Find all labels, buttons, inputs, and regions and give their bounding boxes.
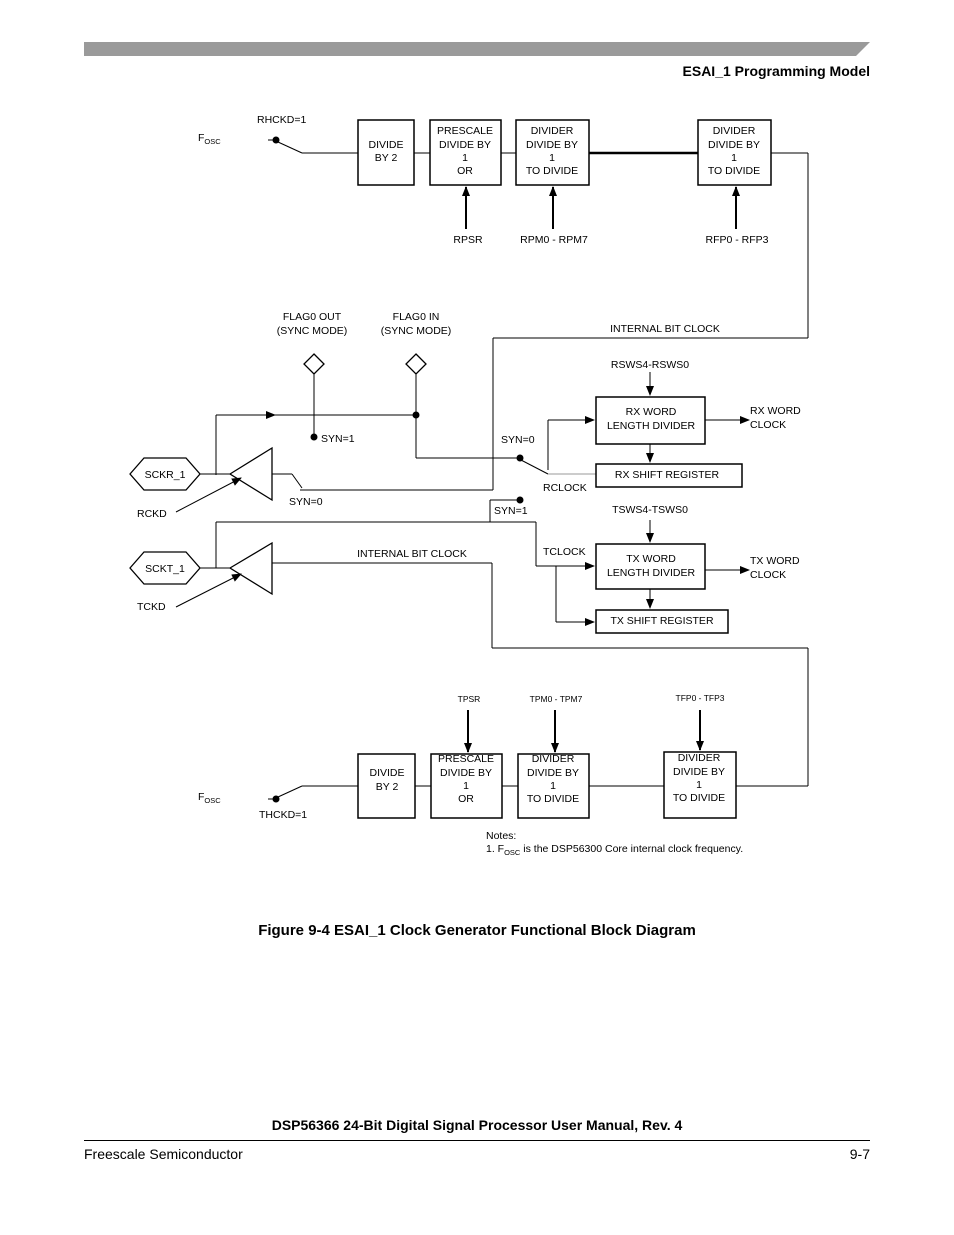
syn1-tx-label: SYN=1 xyxy=(494,505,528,517)
fosc-bottom-label: FOSC xyxy=(198,791,221,805)
internal-bit-clock-top-label: INTERNAL BIT CLOCK xyxy=(610,323,720,335)
tx-word-length-line1: TX WORD xyxy=(626,553,676,565)
syn0-rx-label: SYN=0 xyxy=(501,434,535,446)
tx-shift-register-label: TX SHIFT REGISTER xyxy=(610,615,713,627)
sckt-label: SCKT_1 xyxy=(145,563,185,575)
divider-fp-bottom-box xyxy=(663,751,737,819)
divider-pm-bottom-line2: DIVIDE BY xyxy=(527,767,579,779)
divider-fp-bottom-line4: TO DIVIDE xyxy=(673,792,725,804)
company-name: Freescale Semiconductor xyxy=(84,1146,243,1162)
rclock-label: RCLOCK xyxy=(543,482,587,494)
page-number: 9-7 xyxy=(849,1146,870,1162)
prescale-bottom-line2: DIVIDE BY xyxy=(440,767,492,779)
tpm-label: TPM0 - TPM7 xyxy=(530,694,583,704)
rx-shift-register-label: RX SHIFT REGISTER xyxy=(615,469,720,481)
divider-fp-bottom-line1: DIVIDER xyxy=(678,752,721,764)
tpsr-label: TPSR xyxy=(458,694,481,704)
header-bar xyxy=(84,42,870,56)
prescale-top-line3: 1 xyxy=(462,152,468,164)
rckd-label: RCKD xyxy=(137,508,167,520)
prescale-bottom-line1: PRESCALE xyxy=(438,753,494,765)
rfp-label: RFP0 - RFP3 xyxy=(705,234,768,246)
fosc-top-label: FOSC xyxy=(198,132,221,146)
divide-by-2-top-line2: BY 2 xyxy=(375,152,398,164)
note-1: 1. FOSC is the DSP56300 Core internal cl… xyxy=(486,843,743,857)
tsws-label: TSWS4-TSWS0 xyxy=(612,504,688,516)
flag0-out-line2: (SYNC MODE) xyxy=(277,325,348,337)
rpsr-label: RPSR xyxy=(453,234,483,246)
prescale-bottom-line4: OR xyxy=(458,793,474,805)
rsws-label: RSWS4-RSWS0 xyxy=(611,359,689,371)
prescale-top-line4: OR xyxy=(457,165,473,177)
rx-shift-register-box xyxy=(595,463,743,488)
notes-title: Notes: xyxy=(486,830,516,842)
divider-fp-top-line2: DIVIDE BY xyxy=(708,139,760,151)
footer-divider xyxy=(84,1140,870,1141)
divide-by-2-bottom-line2: BY 2 xyxy=(376,781,399,793)
section-title: ESAI_1 Programming Model xyxy=(682,63,870,79)
rpm-label: RPM0 - RPM7 xyxy=(520,234,588,246)
rhckd-label: RHCKD=1 xyxy=(257,114,306,126)
tclock-label: TCLOCK xyxy=(543,546,586,558)
divider-fp-bottom-line2: DIVIDE BY xyxy=(673,766,725,778)
divide-by-2-bottom-line1: DIVIDE xyxy=(369,767,404,779)
sckr-label: SCKR_1 xyxy=(145,469,186,481)
divider-pm-bottom-line3: 1 xyxy=(550,780,556,792)
rx-word-length-line2: LENGTH DIVIDER xyxy=(607,420,696,432)
divider-pm-top-line4: TO DIVIDE xyxy=(526,165,578,177)
thckd-label: THCKD=1 xyxy=(259,809,307,821)
prescale-top-line1: PRESCALE xyxy=(437,125,493,137)
tx-shift-register-box xyxy=(595,609,729,634)
figure-caption: Figure 9-4 ESAI_1 Clock Generator Functi… xyxy=(258,922,696,939)
tfp-label: TFP0 - TFP3 xyxy=(676,693,725,703)
divider-pm-top-line2: DIVIDE BY xyxy=(526,139,578,151)
divider-fp-bottom-line3: 1 xyxy=(696,779,702,791)
clock-generator-diagram: FOSC RHCKD=1 DIVIDE BY 2 PRESCALE DIVIDE… xyxy=(129,114,809,857)
tx-word-clock-line2: CLOCK xyxy=(750,569,786,581)
prescale-top-line2: DIVIDE BY xyxy=(439,139,491,151)
syn0-lower-label: SYN=0 xyxy=(289,496,323,508)
flag0-in-line2: (SYNC MODE) xyxy=(381,325,452,337)
divider-pm-bottom-line1: DIVIDER xyxy=(532,753,575,765)
tx-word-clock-line1: TX WORD xyxy=(750,555,800,567)
divider-fp-top-line1: DIVIDER xyxy=(713,125,756,137)
tx-word-length-line2: LENGTH DIVIDER xyxy=(607,567,696,579)
divider-pm-top-line3: 1 xyxy=(549,152,555,164)
tckd-label: TCKD xyxy=(137,601,166,613)
rx-word-clock-line1: RX WORD xyxy=(750,405,801,417)
divider-pm-bottom-line4: TO DIVIDE xyxy=(527,793,579,805)
divider-fp-top-line3: 1 xyxy=(731,152,737,164)
flag0-out-line1: FLAG0 OUT xyxy=(283,311,342,323)
syn1-upper-label: SYN=1 xyxy=(321,433,355,445)
rx-word-clock-line2: CLOCK xyxy=(750,419,786,431)
flag0-in-line1: FLAG0 IN xyxy=(393,311,440,323)
internal-bit-clock-bottom-label: INTERNAL BIT CLOCK xyxy=(357,548,467,560)
divider-fp-top-line4: TO DIVIDE xyxy=(708,165,760,177)
prescale-bottom-line3: 1 xyxy=(463,780,469,792)
divide-by-2-top-line1: DIVIDE xyxy=(368,139,403,151)
divider-pm-top-line1: DIVIDER xyxy=(531,125,574,137)
rx-word-length-line1: RX WORD xyxy=(626,406,677,418)
manual-title: DSP56366 24-Bit Digital Signal Processor… xyxy=(271,1117,683,1133)
